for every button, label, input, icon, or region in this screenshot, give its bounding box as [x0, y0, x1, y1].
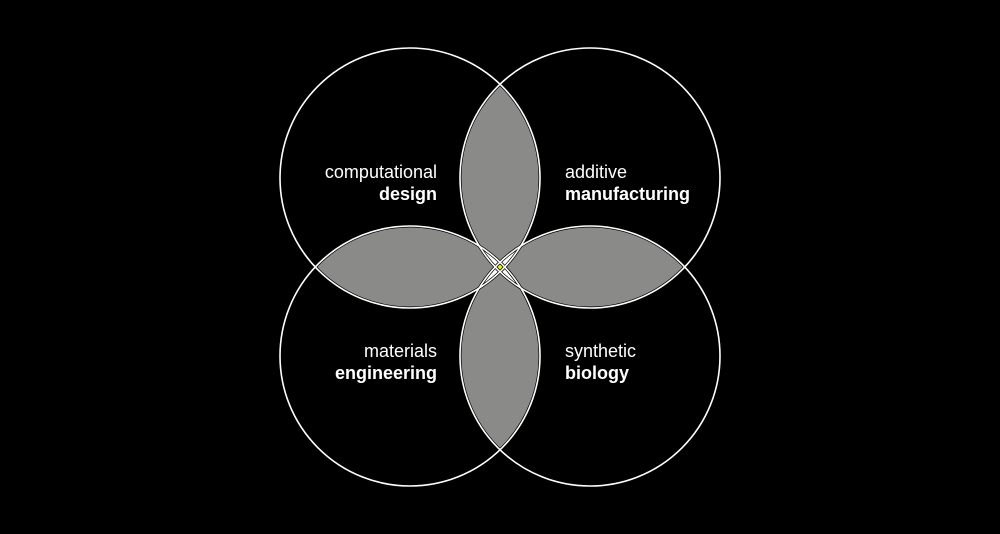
label-additive-manufacturing: additive manufacturing [565, 161, 690, 205]
label-bold-text: engineering [334, 363, 437, 383]
label-computational-design: computational design [325, 161, 437, 205]
label-synthetic-biology: synthetic biology [565, 340, 636, 384]
label-thin-text: additive [565, 162, 628, 182]
label-bold-text: design [378, 184, 437, 204]
label-thin-text: computational [324, 162, 437, 182]
circle-materials-engineering [279, 225, 541, 487]
circle-synthetic-biology [459, 225, 721, 487]
circle-additive-manufacturing [459, 47, 721, 309]
circle-outlines [279, 47, 721, 487]
label-bold-text: manufacturing [565, 184, 691, 204]
label-materials-engineering: materials engineering [335, 340, 437, 384]
label-bold-text: biology [565, 363, 629, 383]
label-thin-text: synthetic [565, 341, 637, 361]
circle-computational-design [279, 47, 541, 309]
label-thin-text: materials [363, 341, 437, 361]
